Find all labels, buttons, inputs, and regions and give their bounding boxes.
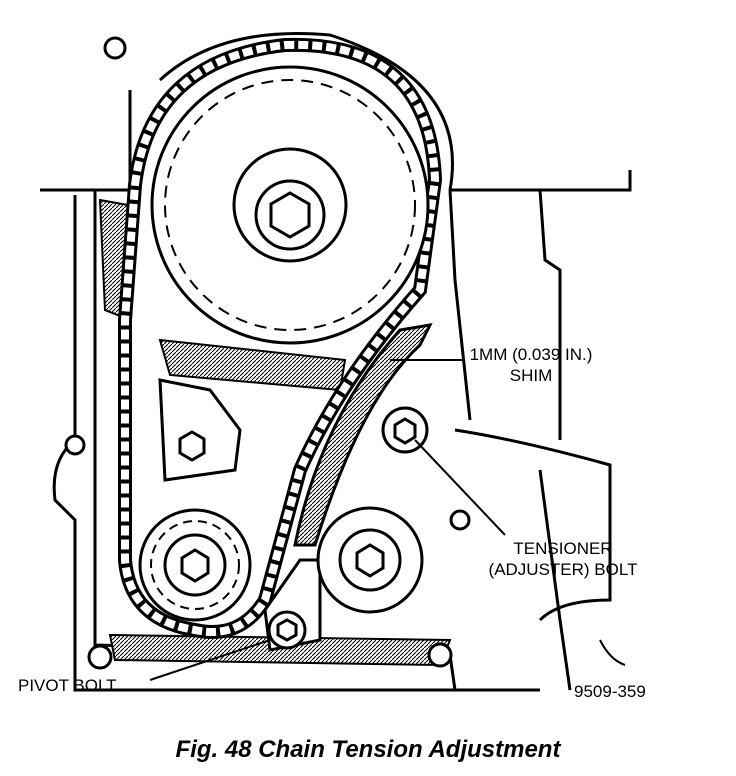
crankshaft-bolt-icon [180,548,210,583]
leader-lines [149,359,626,681]
mounting-hole [103,36,127,60]
shim-label: 1MM (0.039 IN.) SHIM [456,344,606,386]
figure-id-label: 9509-359 [574,682,646,701]
intermediate-shaft-sprocket [316,506,424,614]
stationary-guide [158,338,347,392]
shim-label-line2: SHIM [509,366,553,385]
timing-chain-inner [121,40,440,636]
mounting-hole [64,434,86,456]
pivot-bolt-label: PIVOT BOLT [18,676,117,695]
shim-label-line1: 1MM (0.039 IN.) [469,345,593,364]
camshaft-sprocket [150,65,430,345]
tensioner-bolt-icon [393,417,417,445]
chain-guide-bracket [158,378,242,482]
tensioner-arm [293,323,433,547]
intermediate-shaft-bolt-icon [355,543,385,578]
mounting-hole [449,509,471,531]
tensioner-label-line1: TENSIONER [513,539,613,558]
tensioner-label-line2: (ADJUSTER) BOLT [488,560,638,579]
pivot-bolt-icon [276,618,298,642]
figure-caption: Fig. 48 Chain Tension Adjustment [175,736,561,763]
crankshaft-sprocket [138,508,252,622]
mounting-hole [87,644,113,670]
bracket-bolt-icon [178,430,206,462]
tensioner-bolt-label: TENSIONER (ADJUSTER) BOLT [468,538,658,580]
mounting-hole [427,642,453,668]
hand-outline [454,428,612,622]
camshaft-bolt-icon [269,191,311,239]
